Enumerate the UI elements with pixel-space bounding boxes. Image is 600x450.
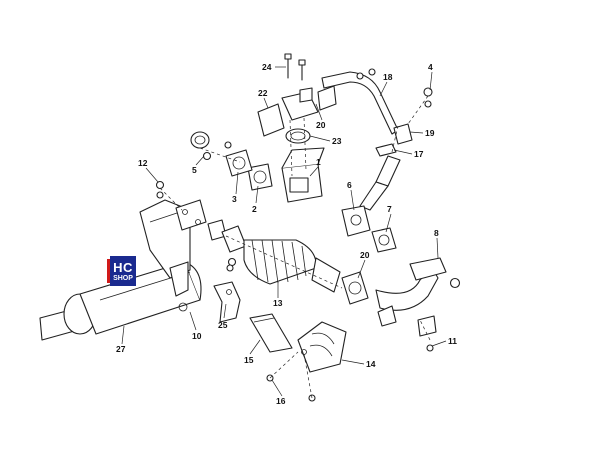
callout-3: 3 <box>232 194 237 204</box>
rear-pipe <box>341 257 461 352</box>
route-line <box>269 351 299 379</box>
callout-27: 27 <box>116 344 126 354</box>
callout-labels: 1 2 3 4 5 6 7 8 10 11 12 13 14 15 16 17 … <box>116 62 457 406</box>
route-line <box>159 187 183 211</box>
egr-bracket <box>341 205 397 253</box>
leader-lines <box>121 66 447 397</box>
callout-14: 14 <box>366 359 376 369</box>
callout-1: 1 <box>316 157 321 167</box>
badge-bottom-text: SHOP <box>113 274 133 282</box>
callout-11: 11 <box>448 336 457 346</box>
callout-23: 23 <box>332 136 342 146</box>
callout-10: 10 <box>192 331 202 341</box>
callout-4: 4 <box>428 62 433 72</box>
callout-7: 7 <box>387 204 392 214</box>
front-flange <box>155 180 227 241</box>
callout-25: 25 <box>218 320 228 330</box>
callout-20-lower: 20 <box>360 250 370 260</box>
callout-15: 15 <box>244 355 254 365</box>
route-line <box>199 147 241 163</box>
callout-16: 16 <box>276 396 286 406</box>
callout-12: 12 <box>138 158 148 168</box>
callout-20-upper: 20 <box>316 120 326 130</box>
badge-top-text: HC <box>113 259 133 275</box>
support-bracket <box>213 264 241 323</box>
shop-logo-badge: HC SHOP <box>107 256 136 286</box>
callout-19: 19 <box>425 128 435 138</box>
heat-pad <box>249 313 293 353</box>
callout-6: 6 <box>347 180 352 190</box>
badge-stripe <box>107 259 110 283</box>
callout-17: 17 <box>414 149 424 159</box>
callout-13: 13 <box>273 298 283 308</box>
callout-18: 18 <box>383 72 393 82</box>
egr-actuator <box>257 85 337 177</box>
callout-5: 5 <box>192 165 197 175</box>
egr-tube <box>321 68 433 211</box>
callout-24: 24 <box>262 62 272 72</box>
muffler <box>39 199 202 341</box>
catalytic-converter <box>221 225 341 293</box>
route-line <box>303 353 313 399</box>
callout-8: 8 <box>434 228 439 238</box>
route-line <box>391 125 399 153</box>
route-line <box>419 319 431 341</box>
bolts-top <box>284 53 306 81</box>
callout-2: 2 <box>252 204 257 214</box>
callout-22: 22 <box>258 88 268 98</box>
route-line <box>407 95 429 125</box>
